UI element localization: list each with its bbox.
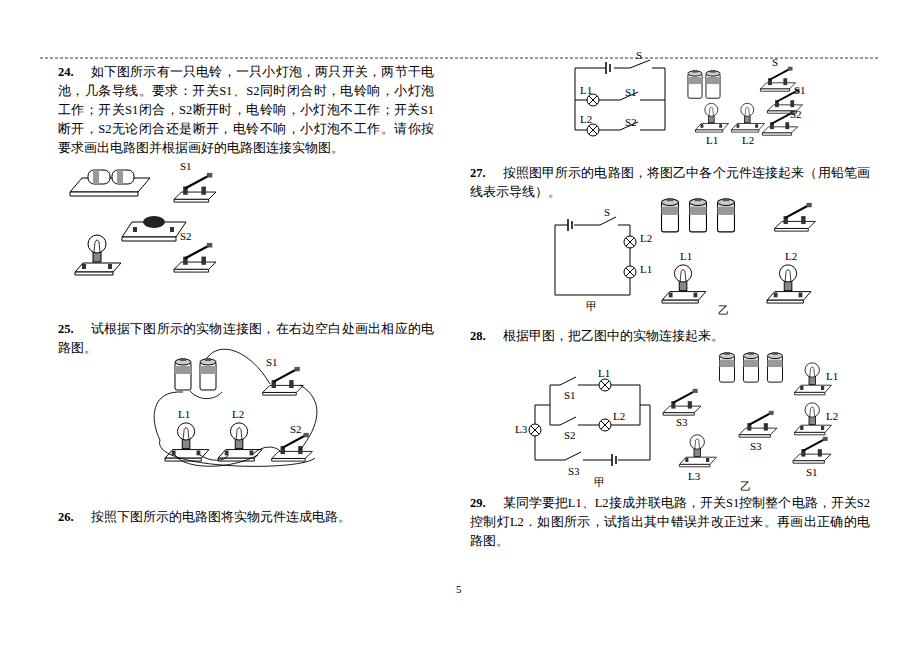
lamp-label: L1: [706, 134, 718, 146]
switch-label: S2: [564, 429, 576, 441]
lamp-label: L2: [232, 408, 244, 420]
question-text: 试根据下图所示的实物连接图，在右边空白处画出相应的电路图。: [58, 320, 434, 358]
lamp-label: L2: [785, 250, 797, 262]
question-text: 按照图甲所示的电路图，将图乙中各个元件连接起来（用铅笔画线表示导线）。: [470, 164, 870, 202]
figure-label: 乙: [740, 480, 751, 492]
switch-label: S1: [266, 356, 278, 368]
switch-label: S1: [625, 86, 637, 98]
switch-label: S2: [180, 230, 192, 242]
question-number: 28.: [470, 327, 486, 346]
switch-label: S: [772, 56, 778, 68]
lamp-label: L1: [640, 263, 652, 275]
switch-label: S1: [794, 84, 806, 96]
question-text: 按照下图所示的电路图将实物元件连成电路。: [58, 508, 434, 527]
switch-label: S2: [790, 108, 802, 120]
lamp-label: L1: [680, 250, 692, 262]
question-number: 27.: [470, 164, 486, 183]
figure-label: 甲: [586, 300, 597, 312]
lamp-label: L2: [742, 134, 754, 146]
switch-label: S1: [180, 160, 192, 172]
question-number: 25.: [58, 320, 74, 339]
switch-label: S3: [676, 416, 688, 428]
switch-label: S: [636, 49, 642, 61]
figure-label: 甲: [594, 476, 605, 488]
lamp-label: L1: [580, 84, 592, 96]
lamp-label: L3: [515, 423, 527, 435]
lamp-label: L1: [598, 367, 610, 379]
switch-label: S2: [625, 116, 637, 128]
question-number: 29.: [470, 494, 486, 513]
lamp-label: L2: [826, 410, 838, 422]
lamp-label: L1: [826, 370, 838, 382]
question-text: 某同学要把L1、L2接成并联电路，开关S1控制整个电路，开关S2控制灯L2．如图…: [470, 494, 870, 551]
page-number: 5: [456, 583, 462, 595]
figure-label: 乙: [718, 304, 729, 316]
lamp-label: L3: [688, 470, 700, 482]
switch-label: S: [604, 206, 610, 218]
switch-label: S1: [564, 389, 576, 401]
question-text: 如下图所示有一只电铃，一只小灯泡，两只开关，两节干电池，几条导线。要求：开关S1…: [58, 63, 434, 158]
lamp-label: L2: [613, 410, 625, 422]
lamp-label: L2: [640, 232, 652, 244]
lamp-label: L1: [178, 408, 190, 420]
question-number: 26.: [58, 508, 74, 527]
switch-label: S2: [290, 423, 302, 435]
switch-label: S3: [568, 465, 580, 477]
switch-label: S3: [750, 440, 762, 452]
question-number: 24.: [58, 63, 74, 82]
question-text: 根据甲图，把乙图中的实物连接起来。: [470, 327, 870, 346]
switch-label: S1: [806, 466, 818, 478]
lamp-label: L2: [580, 113, 592, 125]
